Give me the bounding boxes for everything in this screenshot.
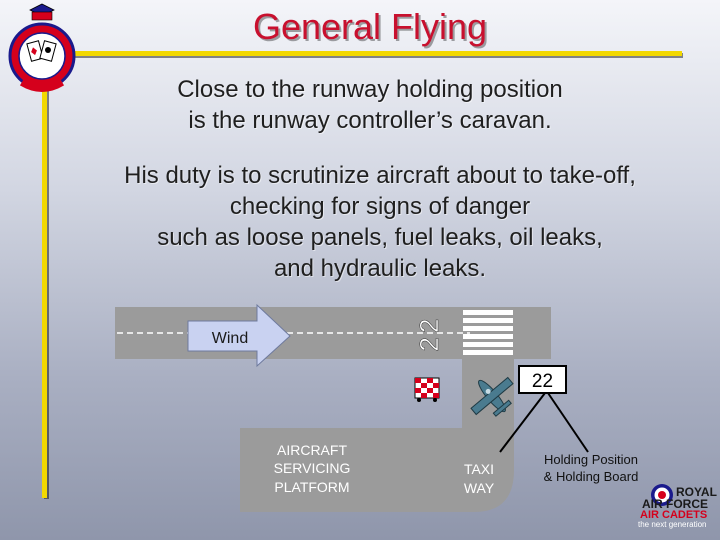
- duty-paragraph: His duty is to scrutinize aircraft about…: [55, 160, 705, 284]
- logo-line: AIR CADETS: [640, 509, 708, 521]
- title-underline: [40, 51, 682, 56]
- duty-line: checking for signs of danger: [229, 193, 531, 220]
- intro-line: is the runway controller’s caravan.: [188, 107, 552, 134]
- platform-label-line: AIRCRAFT: [277, 442, 347, 458]
- taxiway-label-line: TAXI: [464, 461, 494, 477]
- holding-label-line: & Holding Board: [544, 469, 639, 484]
- left-margin-rule: [42, 56, 47, 498]
- aircraft-servicing-platform: [240, 428, 474, 512]
- platform-label-line: PLATFORM: [274, 479, 349, 495]
- pointer-line-holding-position: [499, 392, 546, 453]
- holding-board-number: 22: [532, 371, 553, 392]
- runway-number: 22: [414, 315, 444, 352]
- logo-line: the next generation: [638, 520, 707, 529]
- aircraft-icon: [470, 376, 514, 417]
- wind-label: Wind: [212, 330, 248, 347]
- platform-label-line: SERVICING: [274, 460, 351, 476]
- caravan-icon: [414, 377, 440, 402]
- raf-air-cadets-logo: ROYAL AIR FORCE AIR CADETS the next gene…: [636, 486, 720, 540]
- wind-arrow: [187, 303, 291, 368]
- holding-label-line: Holding Position: [544, 452, 638, 467]
- intro-paragraph: Close to the runway holding position is …: [110, 74, 630, 136]
- logo-line: AIR FORCE: [642, 497, 708, 511]
- duty-line: and hydraulic leaks.: [273, 255, 487, 282]
- pointer-line-holding-board: [547, 392, 589, 453]
- taxiway-bend: [462, 445, 514, 512]
- squadron-crest-icon: [8, 3, 76, 92]
- holding-board: [518, 365, 567, 394]
- taxiway-label-line: WAY: [464, 480, 495, 496]
- duty-line: His duty is to scrutinize aircraft about…: [124, 162, 636, 189]
- intro-line: Close to the runway holding position: [177, 76, 563, 103]
- threshold-markings: [463, 310, 513, 355]
- slide-title: General Flying: [252, 6, 488, 47]
- duty-line: such as loose panels, fuel leaks, oil le…: [157, 224, 603, 251]
- logo-line: ROYAL: [676, 485, 717, 499]
- roundel-icon: [651, 484, 673, 506]
